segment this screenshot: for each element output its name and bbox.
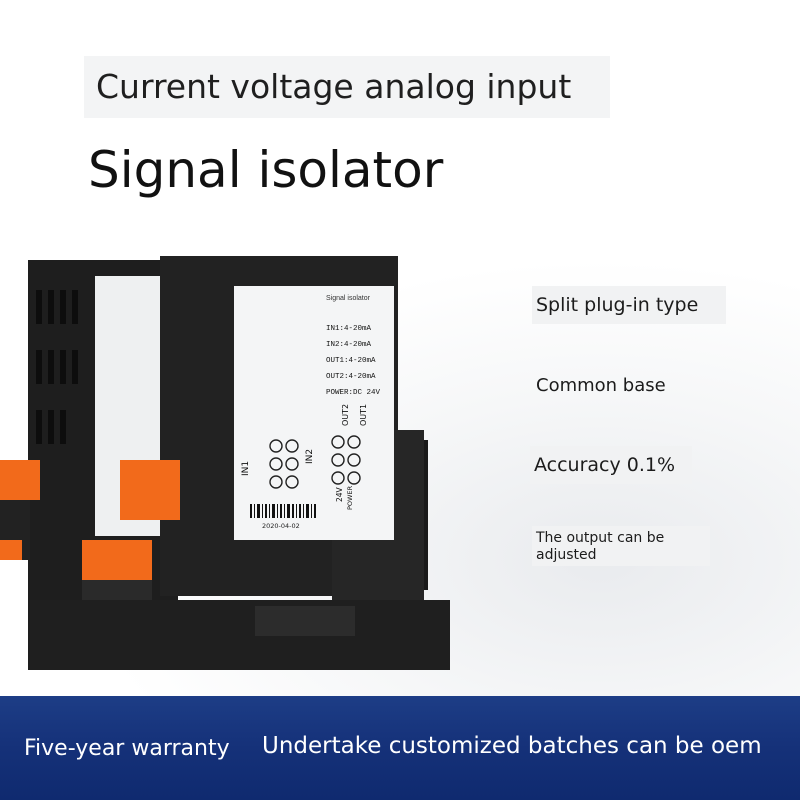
in1-label: IN1 — [241, 461, 251, 476]
spec-line: IN1:4-20mA — [326, 325, 372, 333]
voltage-label: 24V — [335, 486, 344, 502]
spec-line: OUT2:4-20mA — [326, 373, 376, 381]
out1-label: OUT1 — [359, 404, 368, 426]
label-name: Signal isolator — [326, 295, 371, 302]
spec-line: IN2:4-20mA — [326, 341, 372, 349]
spec-line: OUT1:4-20mA — [326, 357, 376, 365]
isolator-device-image: Signal isolator IN1:4-20mA IN2:4-20mA OU… — [0, 256, 450, 670]
barcode — [250, 504, 316, 518]
feature-accuracy: Accuracy 0.1% — [530, 446, 692, 484]
feature-adjustable-output: The output can be adjusted — [532, 526, 710, 566]
product-title: Signal isolator — [88, 141, 444, 199]
label-date: 2020-04-02 — [262, 522, 300, 530]
footer-band — [0, 696, 800, 800]
orange-terminal-block-left — [0, 460, 40, 560]
feature-common-base: Common base — [536, 375, 666, 396]
spec-line: POWER:DC 24V — [326, 389, 381, 397]
oem-text: Undertake customized batches can be oem — [262, 733, 762, 759]
power-label: POWER — [346, 485, 354, 510]
warranty-text: Five-year warranty — [24, 736, 230, 761]
in2-label: IN2 — [305, 449, 315, 464]
product-subtitle: Current voltage analog input — [84, 56, 610, 118]
front-module: Signal isolator IN1:4-20mA IN2:4-20mA OU… — [30, 256, 450, 670]
out2-label: OUT2 — [341, 404, 350, 426]
feature-split-plug-in: Split plug-in type — [532, 286, 726, 324]
